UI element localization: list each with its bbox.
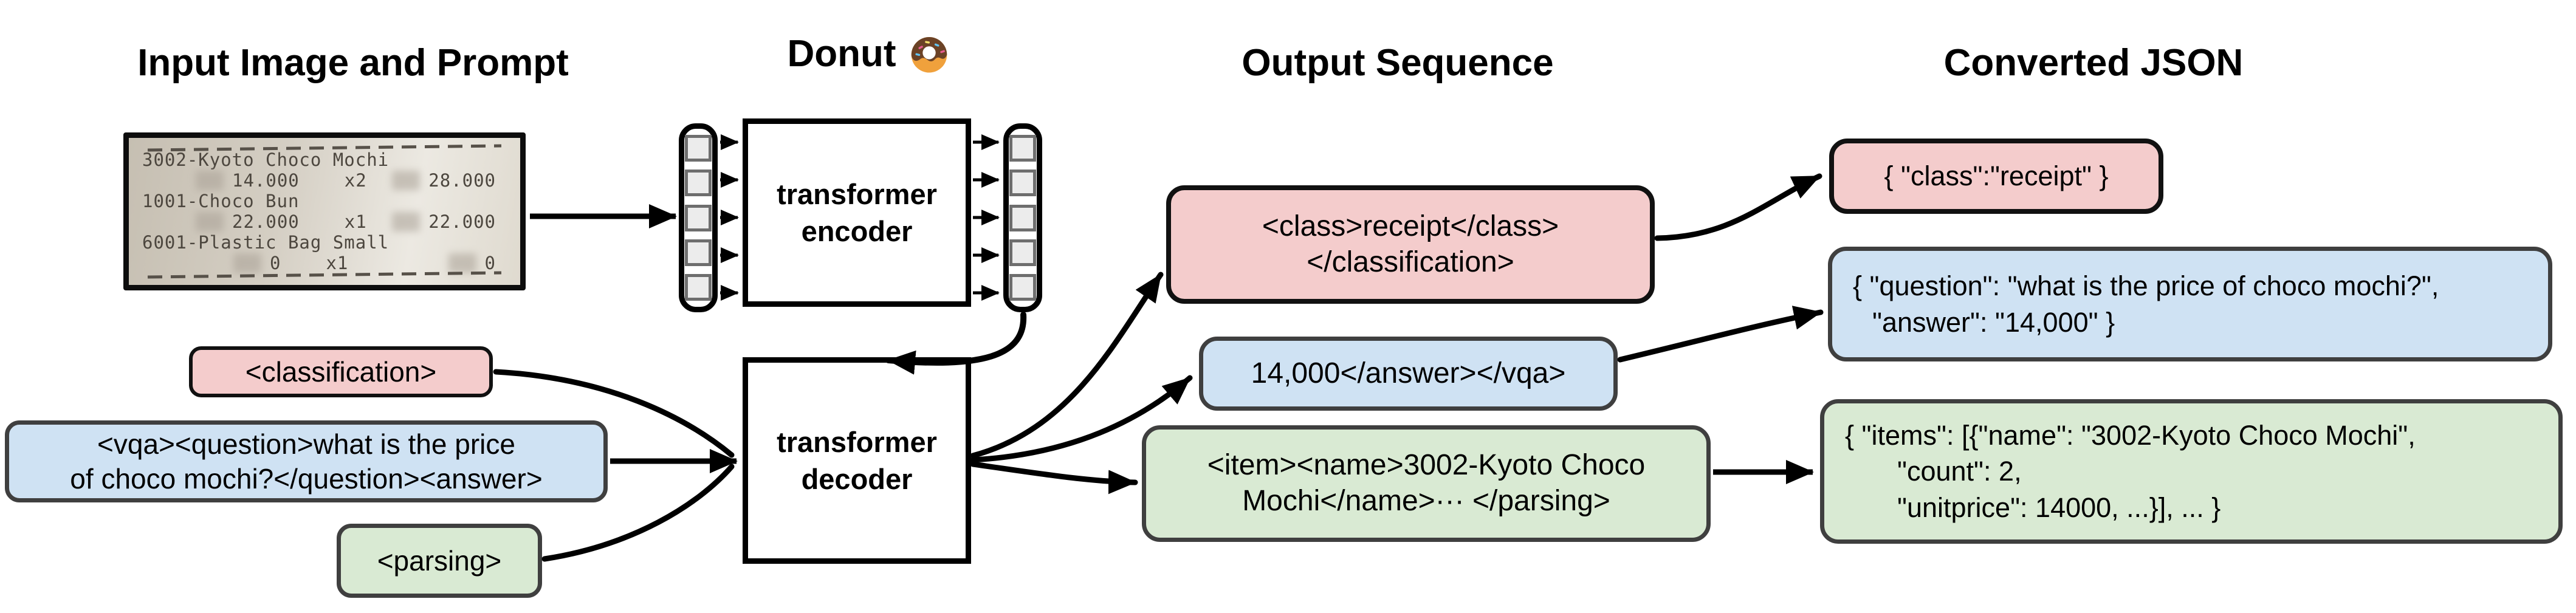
- arrows-encoder-to-embeddings: [973, 134, 1000, 301]
- title-input-image-and-prompt: Input Image and Prompt: [137, 42, 569, 84]
- title-output-sequence: Output Sequence: [1242, 42, 1554, 84]
- prompt-classification: <classification>: [189, 346, 493, 397]
- encoder-input-patches: [679, 123, 718, 312]
- patch-square: [685, 204, 712, 231]
- prompt-parsing: <parsing>: [337, 524, 542, 598]
- embedding-square: [1009, 274, 1036, 301]
- redaction-blur: [196, 212, 224, 231]
- output-vqa: 14,000</answer></vqa>: [1199, 337, 1618, 411]
- receipt-item-amounts: 0 x1 0: [142, 253, 507, 273]
- title-converted-json: Converted JSON: [1943, 42, 2244, 84]
- redaction-blur: [392, 212, 421, 231]
- arrow-encoder-to-decoder: [885, 312, 1027, 375]
- receipt-item-amounts: 14.000 x2 28.000: [142, 170, 507, 191]
- patch-square: [685, 239, 712, 266]
- embedding-square: [1009, 135, 1036, 162]
- donut-emoji-icon: [907, 32, 951, 75]
- receipt-item-name: 1001-Choco Bun: [142, 191, 300, 211]
- arrow-decoder-to-classification-output: [970, 272, 1164, 459]
- title-donut-group: Donut: [717, 32, 1021, 75]
- patch-square: [685, 135, 712, 162]
- patch-square: [685, 170, 712, 197]
- output-parsing: <item><name>3002-Kyoto Choco Mochi</name…: [1142, 425, 1711, 542]
- input-receipt-image: 3002-Kyoto Choco Mochi 14.000 x2 28.000 …: [123, 132, 526, 290]
- json-parsing: { "items": [{"name": "3002-Kyoto Choco M…: [1820, 399, 2563, 544]
- receipt-item-name: 3002-Kyoto Choco Mochi: [142, 149, 390, 170]
- patch-square: [685, 274, 712, 301]
- arrow-vqa-output-to-json: [1617, 306, 1824, 363]
- receipt-item-amounts: 22.000 x1 22.000: [142, 211, 507, 232]
- embedding-square: [1009, 170, 1036, 197]
- encoder-output-embeddings: [1003, 123, 1042, 312]
- prompt-vqa: <vqa><question>what is the price of choc…: [5, 420, 608, 502]
- arrow-classification-output-to-json: [1654, 173, 1822, 241]
- json-vqa: { "question": "what is the price of choc…: [1828, 247, 2552, 361]
- title-donut: Donut: [787, 32, 896, 75]
- transformer-decoder-block: transformer decoder: [743, 357, 971, 564]
- json-classification: { "class":"receipt" }: [1829, 139, 2163, 214]
- redaction-blur: [392, 171, 421, 190]
- embedding-square: [1009, 239, 1036, 266]
- output-classification: <class>receipt</class> </classification>: [1166, 185, 1655, 304]
- redaction-blur: [196, 171, 224, 190]
- receipt-item-name: 6001-Plastic Bag Small: [142, 232, 390, 253]
- arrow-decoder-to-parsing-output: [970, 461, 1138, 495]
- embedding-square: [1009, 204, 1036, 231]
- arrows-patches-to-encoder: [720, 134, 739, 301]
- redaction-blur: [233, 253, 261, 273]
- transformer-encoder-block: transformer encoder: [743, 118, 971, 307]
- redaction-blur: [448, 253, 476, 273]
